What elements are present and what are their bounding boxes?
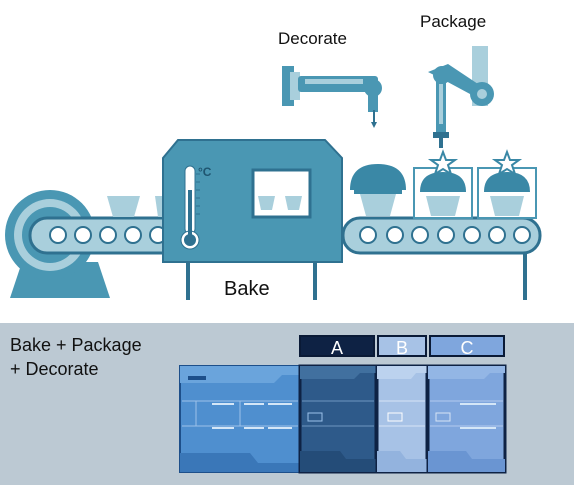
module-label-a: A xyxy=(299,335,375,358)
production-line-diagram: °C xyxy=(5,46,542,300)
empty-cups xyxy=(107,196,170,217)
cupcake-boxed-2 xyxy=(477,149,537,219)
conveyor-legs xyxy=(186,248,527,300)
decorate-robot-arm xyxy=(282,66,382,128)
conveyor-belt-right xyxy=(341,216,542,255)
oven xyxy=(162,139,343,263)
conveyor-belt-left xyxy=(28,216,182,255)
module-label-b: B xyxy=(377,335,427,358)
panel-caption: Bake + Package + Decorate xyxy=(10,333,142,381)
label-decorate: Decorate xyxy=(278,29,347,48)
temperature-unit: °C xyxy=(198,165,212,179)
cupcake-decorated xyxy=(350,164,406,216)
plc-cpu-module xyxy=(179,365,301,473)
plc-module-a xyxy=(298,364,378,474)
plc-module-c xyxy=(426,364,507,474)
module-label-c: C xyxy=(429,335,505,358)
label-package: Package xyxy=(420,12,487,31)
panel-caption-line1: Bake + Package xyxy=(10,335,142,355)
cupcake-boxed-1 xyxy=(413,149,473,219)
label-bake: Bake xyxy=(224,278,270,300)
plc-module-b xyxy=(375,364,429,474)
panel-caption-line2: + Decorate xyxy=(10,359,99,379)
thermometer-icon xyxy=(180,165,200,250)
package-robot-arm xyxy=(428,46,494,148)
plc-modules xyxy=(179,364,507,474)
